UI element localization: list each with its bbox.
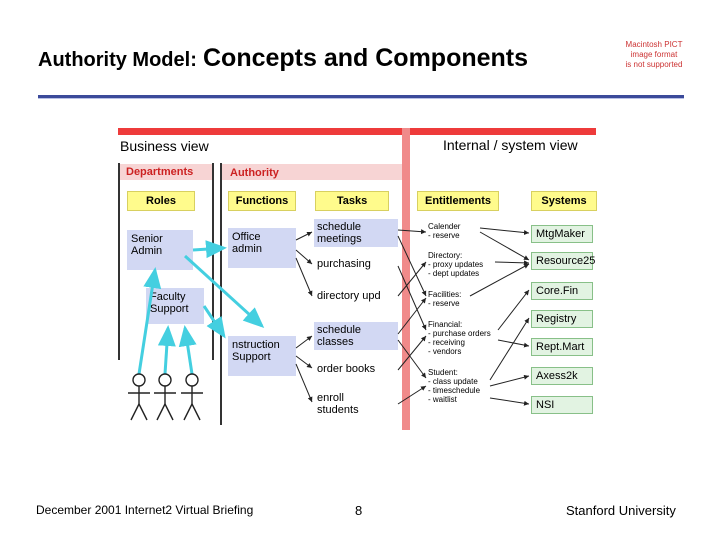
task-item: order books (317, 363, 376, 375)
footer-right: Stanford University (566, 503, 676, 518)
function-task-link (295, 231, 313, 241)
person-icon (181, 373, 203, 421)
entitlement-item: Calender - reserve (428, 222, 461, 240)
title-part2: Concepts and Components (203, 44, 529, 72)
system-box: Rept.Mart (531, 338, 593, 356)
authority-band (222, 164, 402, 180)
entitlement-system-link (469, 263, 530, 297)
person-role-link (137, 267, 162, 375)
column-header-roles: Roles (127, 191, 195, 211)
function-task-link (295, 355, 313, 369)
task-item: schedule meetings (314, 219, 398, 247)
system-view-label: Internal / system view (443, 137, 578, 153)
function-task-link (295, 335, 313, 349)
role-box: Senior Admin (127, 230, 193, 270)
role-function-link (192, 240, 227, 259)
system-box: Registry (531, 310, 593, 328)
page-number: 8 (355, 503, 363, 518)
task-item: enroll students (317, 392, 359, 416)
task-item: schedule classes (314, 322, 398, 350)
role-function-link (202, 305, 226, 339)
authority-frame (220, 163, 402, 425)
column-header-tasks: Tasks (315, 191, 389, 211)
entitlement-system-link (489, 374, 530, 387)
system-box: NSI (531, 396, 593, 414)
view-divider-bar (118, 128, 596, 135)
system-box: MtgMaker (531, 225, 593, 243)
system-box: Core.Fin (531, 282, 593, 300)
function-task-link (295, 363, 313, 403)
footer-left: December 2001 Internet2 Virtual Briefing (36, 503, 254, 517)
entitlement-item: Student: - class update - timeschedule -… (428, 368, 481, 404)
task-entitlement-link (397, 265, 427, 331)
task-item: directory upd (317, 290, 381, 302)
task-entitlement-link (397, 335, 427, 371)
entitlement-system-link (494, 260, 530, 266)
system-box: Axess2k (531, 367, 593, 385)
title-rule-shadow (38, 98, 684, 99)
entitlement-system-link (489, 317, 530, 381)
person-role-link (157, 325, 176, 375)
column-header-entitlements: Entitlements (417, 191, 499, 211)
departments-label: Departments (126, 166, 194, 178)
entitlement-system-link (497, 289, 530, 331)
pict-unsupported-note: Macintosh PICT image format is not suppo… (625, 40, 683, 69)
system-box: Resource25 (531, 252, 595, 270)
function-box: Office admin (228, 228, 296, 268)
business-view-label: Business view (120, 138, 209, 154)
entitlement-system-link (489, 397, 530, 406)
view-divider-vertical (402, 128, 410, 430)
column-header-systems: Systems (531, 191, 597, 211)
person-icon (154, 373, 176, 421)
task-entitlement-link (397, 385, 427, 405)
departments-band (120, 164, 212, 180)
title-rule (38, 95, 684, 98)
entitlement-item: Financial: - purchase orders - receiving… (428, 320, 491, 356)
task-entitlement-link (397, 261, 427, 297)
person-icon (128, 373, 150, 421)
task-entitlement-link (397, 235, 427, 297)
task-entitlement-link (397, 297, 427, 335)
function-task-link (295, 257, 313, 297)
title-part1: Authority Model: (38, 49, 197, 71)
task-item: purchasing (317, 258, 371, 270)
column-header-functions: Functions (228, 191, 296, 211)
function-task-link (295, 249, 313, 265)
entitlement-item: Directory: - proxy updates - dept update… (428, 251, 484, 278)
function-box: nstruction Support (228, 336, 296, 376)
entitlement-item: Facilities: - reserve (428, 290, 462, 308)
task-entitlement-link (397, 339, 427, 379)
person-role-link (178, 325, 197, 375)
departments-frame (118, 163, 214, 360)
role-function-link (183, 254, 265, 329)
entitlement-system-link (479, 231, 530, 261)
role-box: Faculty Support (146, 288, 204, 324)
slide-title: Authority Model: Concepts and Components (38, 44, 528, 73)
authority-label: Authority (230, 167, 279, 179)
entitlement-system-link (479, 227, 530, 235)
task-entitlement-link (397, 229, 427, 235)
